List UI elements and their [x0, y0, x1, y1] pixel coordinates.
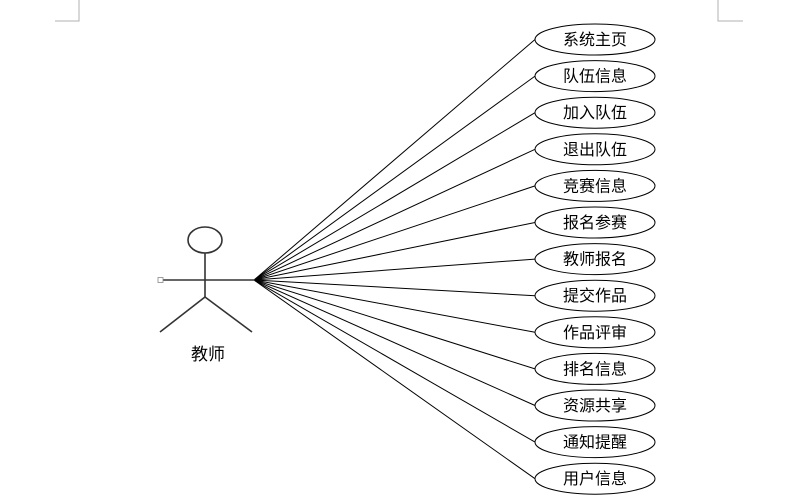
use-case-label: 排名信息: [563, 359, 627, 378]
use-case-ellipse: [534, 206, 656, 239]
use-case[interactable]: 教师报名: [534, 243, 656, 276]
use-case-label: 报名参赛: [563, 213, 627, 232]
use-case-label: 提交作品: [563, 286, 627, 305]
use-case[interactable]: 加入队伍: [534, 96, 656, 129]
association-line: [253, 279, 536, 370]
actor-label: 教师: [191, 345, 225, 365]
association-line: [253, 185, 536, 281]
use-case[interactable]: 排名信息: [534, 352, 656, 385]
page-corner-mark-left: [55, 0, 80, 22]
use-case-ellipse: [534, 60, 656, 93]
use-case[interactable]: 通知提醒: [534, 426, 656, 459]
use-case-ellipse: [534, 316, 656, 349]
use-case-label: 加入队伍: [563, 103, 627, 122]
use-case[interactable]: 队伍信息: [534, 60, 656, 93]
use-case[interactable]: 系统主页: [534, 23, 656, 56]
use-case-ellipse: [534, 462, 656, 495]
use-case-label: 资源共享: [563, 396, 627, 415]
actor-head: [187, 226, 223, 254]
use-case-label: 系统主页: [563, 30, 627, 49]
use-case-ellipse: [534, 279, 656, 312]
use-case-label: 通知提醒: [563, 433, 627, 452]
actor-arm-handle: [157, 277, 164, 283]
use-case-ellipse: [534, 169, 656, 202]
use-case-ellipse: [534, 23, 656, 56]
association-line: [253, 39, 536, 281]
actor[interactable]: 教师: [157, 226, 255, 365]
use-case-label: 作品评审: [563, 323, 627, 342]
use-case[interactable]: 作品评审: [534, 316, 656, 349]
association-line: [253, 279, 536, 406]
use-case-ellipse: [534, 133, 656, 166]
association-line: [253, 279, 536, 480]
use-case[interactable]: 报名参赛: [534, 206, 656, 239]
association-line: [253, 112, 536, 281]
use-case-ellipse: [534, 96, 656, 129]
use-case[interactable]: 退出队伍: [534, 133, 656, 166]
association-line: [253, 279, 536, 297]
use-case-ellipse: [534, 426, 656, 459]
use-case-ellipse: [534, 352, 656, 385]
use-case-list: 系统主页队伍信息加入队伍退出队伍竞赛信息报名参赛教师报名提交作品作品评审排名信息…: [534, 23, 656, 495]
association-line: [253, 279, 536, 333]
page-corner-mark-right: [717, 0, 743, 22]
association-line: [253, 148, 536, 281]
association-lines: [253, 39, 536, 480]
actor-left-leg: [159, 296, 206, 333]
use-case-label: 退出队伍: [563, 140, 627, 159]
use-case-ellipse: [534, 389, 656, 422]
use-case-label: 竞赛信息: [563, 176, 627, 195]
use-case[interactable]: 用户信息: [534, 462, 656, 495]
use-case[interactable]: 资源共享: [534, 389, 656, 422]
use-case-ellipse: [534, 243, 656, 276]
association-line: [253, 279, 536, 443]
use-case-label: 队伍信息: [563, 67, 627, 86]
use-case-label: 用户信息: [563, 469, 627, 488]
use-case[interactable]: 提交作品: [534, 279, 656, 312]
association-line: [253, 258, 536, 281]
actor-right-leg: [204, 296, 253, 333]
association-line: [253, 75, 536, 281]
use-case-label: 教师报名: [563, 250, 627, 269]
association-line: [253, 222, 536, 281]
use-case[interactable]: 竞赛信息: [534, 169, 656, 202]
